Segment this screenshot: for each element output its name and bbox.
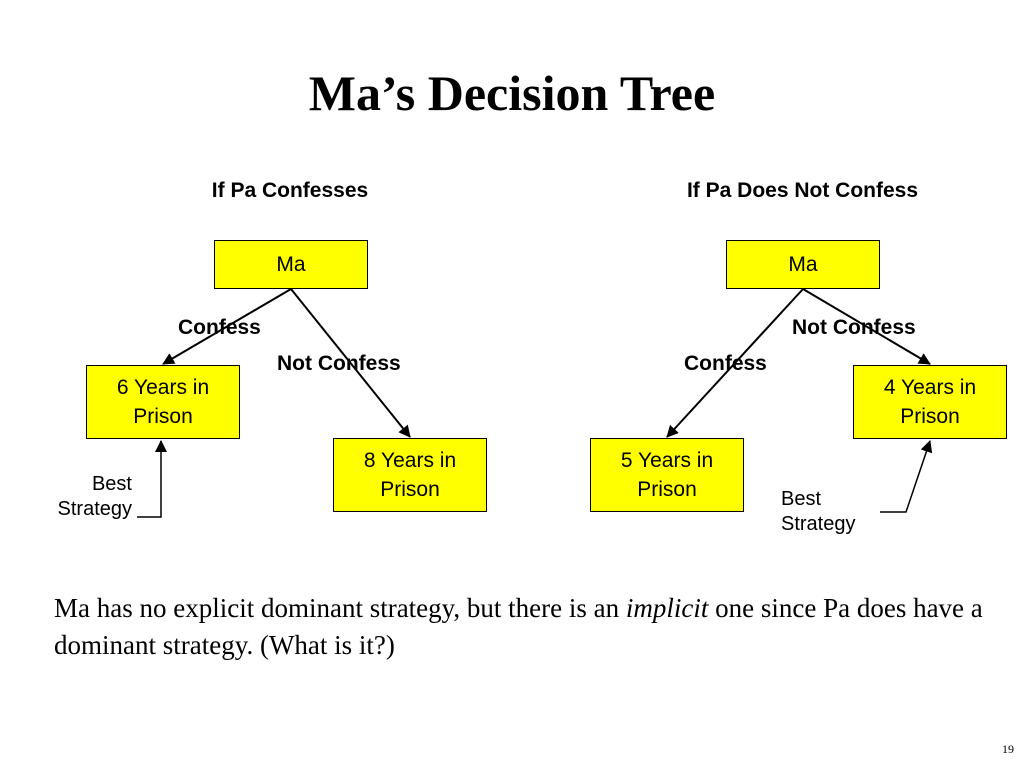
caption-text-after: one since Pa does have a dominant strate… <box>54 593 983 660</box>
right-root-node: Ma <box>726 240 880 289</box>
right-best-strategy-pointer <box>880 440 933 513</box>
left-root-node: Ma <box>214 240 368 289</box>
left-confess-outcome-node: 6 Years in Prison <box>86 365 240 439</box>
left-not-confess-branch <box>290 288 411 438</box>
right-confess-outcome-node: 5 Years in Prison <box>590 438 744 512</box>
right-best-strategy-note: Best Strategy <box>781 488 856 535</box>
caption-emphasis: implicit <box>625 593 709 623</box>
right-not-confess-label: Not Confess <box>792 316 916 339</box>
left-not-confess-outcome-node: 8 Years in Prison <box>333 438 487 512</box>
right-tree-heading: If Pa Does Not Confess <box>686 179 919 202</box>
left-not-confess-label: Not Confess <box>277 352 401 375</box>
slide-caption: Ma has no explicit dominant strategy, bu… <box>54 590 984 664</box>
right-not-confess-branch <box>802 288 931 365</box>
left-tree-heading: If Pa Confesses <box>211 179 369 202</box>
left-confess-branch <box>162 288 292 365</box>
caption-text-before: Ma has no explicit dominant strategy, bu… <box>54 593 626 623</box>
left-best-strategy-pointer <box>137 440 167 518</box>
right-confess-branch <box>666 288 804 438</box>
right-not-confess-outcome-node: 4 Years in Prison <box>853 365 1007 439</box>
left-best-strategy-note: Best Strategy <box>57 473 132 520</box>
page-number: 19 <box>1002 742 1014 756</box>
left-confess-label: Confess <box>178 316 261 339</box>
slide-title: Ma’s Decision Tree <box>308 65 716 121</box>
right-confess-label: Confess <box>684 352 767 375</box>
